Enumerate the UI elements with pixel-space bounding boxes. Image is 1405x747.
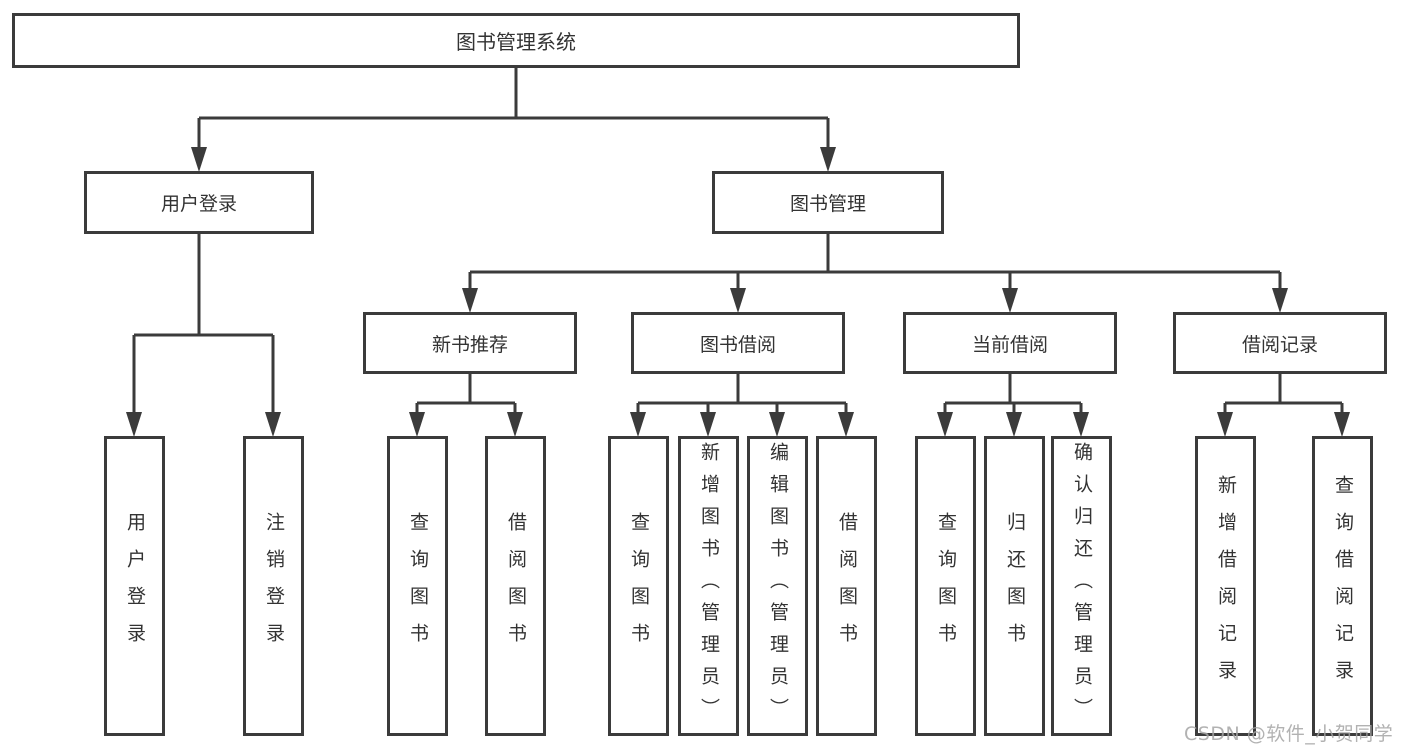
leaf-label: 注销登录 <box>263 512 285 660</box>
leaf-label: 查询图书 <box>407 512 429 660</box>
arrowhead <box>838 412 854 437</box>
leaf-current-return-books: 归还图书 <box>984 436 1045 736</box>
arrowhead <box>1006 412 1022 437</box>
connector-current-borrow-to-leaves <box>943 374 1083 413</box>
node-new-book-recommendation: 新书推荐 <box>363 312 577 374</box>
arrowhead <box>769 412 785 437</box>
connector-arrowheads <box>126 147 1350 437</box>
leaf-borrow-add-books-admin: 新增图书（管理员） <box>678 436 739 736</box>
arrowhead <box>937 412 953 437</box>
arrowhead <box>1272 288 1288 313</box>
leaf-logout: 注销登录 <box>243 436 304 736</box>
leaf-user-login: 用户登录 <box>104 436 165 736</box>
node-book-management: 图书管理 <box>712 171 944 234</box>
leaf-label: 借阅图书 <box>836 512 858 660</box>
leaf-label: 新增图书（管理员） <box>698 442 720 730</box>
leaf-borrow-edit-books-admin: 编辑图书（管理员） <box>747 436 808 736</box>
leaf-newbook-query-books: 查询图书 <box>387 436 448 736</box>
connector-book-management-to-level3 <box>468 234 1282 289</box>
arrowhead <box>191 147 207 172</box>
node-book-borrowing: 图书借阅 <box>631 312 845 374</box>
leaf-label: 用户登录 <box>124 512 146 660</box>
leaf-newbook-borrow-books: 借阅图书 <box>485 436 546 736</box>
leaf-label: 查询借阅记录 <box>1332 475 1354 697</box>
arrowhead <box>730 288 746 313</box>
leaf-label: 新增借阅记录 <box>1215 475 1237 697</box>
arrowhead <box>265 412 281 437</box>
node-library-management-system: 图书管理系统 <box>12 13 1020 68</box>
csdn-watermark: CSDN @软件_小贺同学 <box>1184 723 1394 745</box>
connector-lines <box>132 68 1344 413</box>
leaf-borrow-query-books: 查询图书 <box>608 436 669 736</box>
arrowhead <box>700 412 716 437</box>
node-user-login: 用户登录 <box>84 171 314 234</box>
leaf-current-query-books: 查询图书 <box>915 436 976 736</box>
arrowhead <box>1334 412 1350 437</box>
node-current-borrowing: 当前借阅 <box>903 312 1117 374</box>
arrowhead <box>630 412 646 437</box>
leaf-current-confirm-return-admin: 确认归还（管理员） <box>1051 436 1112 736</box>
arrowhead <box>409 412 425 437</box>
arrowhead <box>462 288 478 313</box>
leaf-label: 编辑图书（管理员） <box>767 442 789 730</box>
node-borrowing-records: 借阅记录 <box>1173 312 1387 374</box>
connector-user-login-to-leaves <box>132 234 275 413</box>
leaf-label: 借阅图书 <box>505 512 527 660</box>
arrowhead <box>1073 412 1089 437</box>
arrowhead <box>507 412 523 437</box>
arrowhead <box>1217 412 1233 437</box>
leaf-records-query-borrow-record: 查询借阅记录 <box>1312 436 1373 736</box>
connector-root-to-level2 <box>197 68 830 148</box>
arrowhead <box>820 147 836 172</box>
connector-borrow-record-to-leaves <box>1223 374 1344 413</box>
leaf-records-add-borrow-record: 新增借阅记录 <box>1195 436 1256 736</box>
leaf-borrow-borrow-books: 借阅图书 <box>816 436 877 736</box>
arrowhead <box>126 412 142 437</box>
leaf-label: 归还图书 <box>1004 512 1026 660</box>
connector-book-borrow-to-leaves <box>636 374 848 413</box>
connector-new-book-to-leaves <box>415 374 517 413</box>
leaf-label: 查询图书 <box>935 512 957 660</box>
arrowhead <box>1002 288 1018 313</box>
leaf-label: 查询图书 <box>628 512 650 660</box>
leaf-label: 确认归还（管理员） <box>1071 442 1093 730</box>
